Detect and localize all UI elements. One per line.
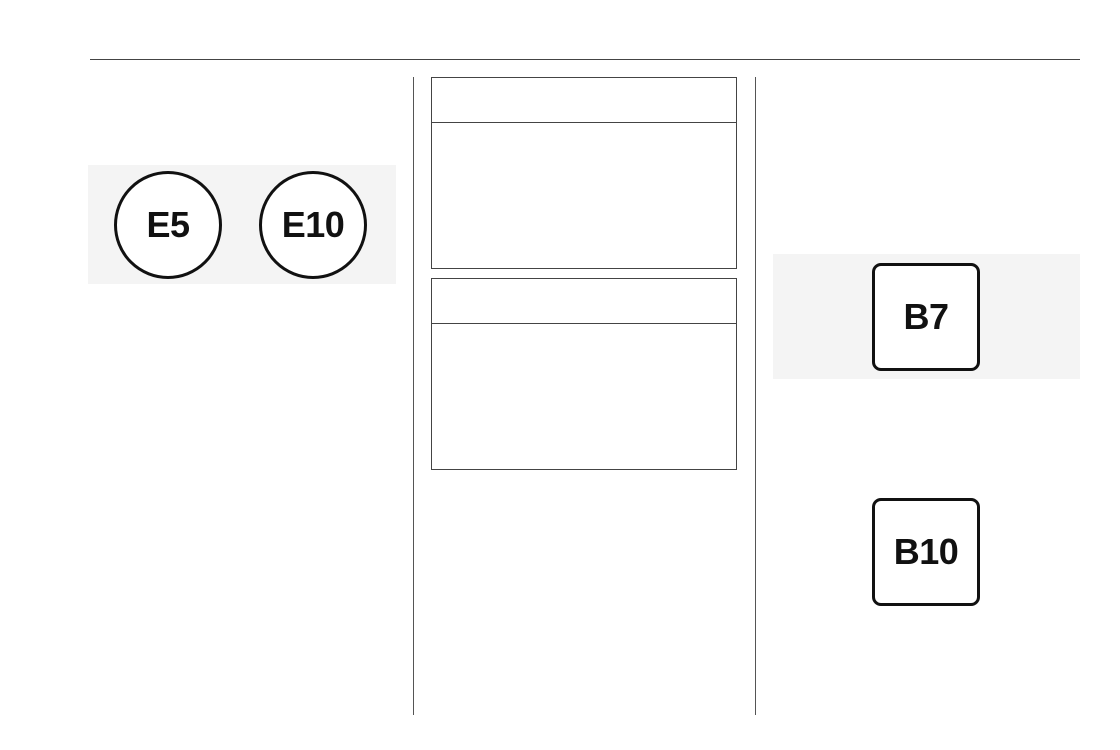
diesel-label-panel: B7 bbox=[773, 254, 1080, 379]
info-box-2 bbox=[431, 278, 737, 470]
top-rule bbox=[90, 59, 1080, 60]
column-divider-left bbox=[413, 77, 414, 715]
fuel-label-b7-icon: B7 bbox=[872, 263, 980, 371]
column-divider-right bbox=[755, 77, 756, 715]
gasoline-label-panel: E5 E10 bbox=[88, 165, 396, 284]
fuel-label-e10-text: E10 bbox=[281, 204, 345, 245]
fuel-label-b7-text: B7 bbox=[903, 296, 949, 337]
fuel-label-e5-icon: E5 bbox=[114, 171, 222, 279]
fuel-label-e5-text: E5 bbox=[146, 204, 190, 245]
fuel-label-b10-text: B10 bbox=[893, 531, 959, 572]
info-box-2-header bbox=[432, 279, 736, 324]
fuel-label-b10-icon: B10 bbox=[872, 498, 980, 606]
info-box-1 bbox=[431, 77, 737, 269]
fuel-label-e10-icon: E10 bbox=[259, 171, 367, 279]
info-box-1-header bbox=[432, 78, 736, 123]
